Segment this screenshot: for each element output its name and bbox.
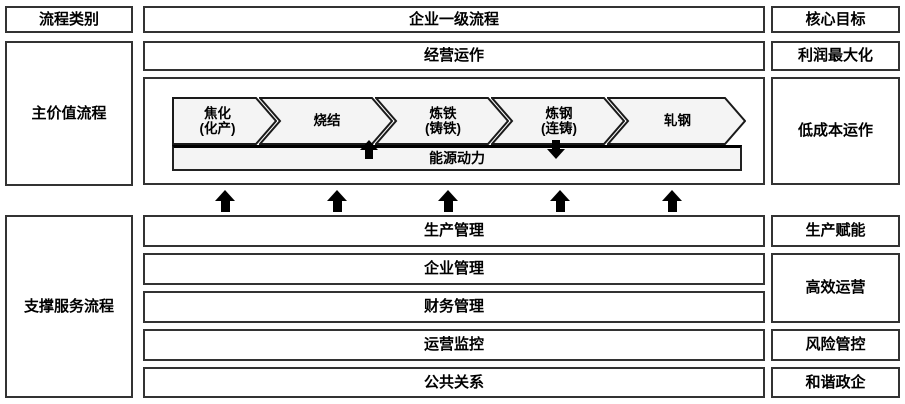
goal-label: 和谐政企 bbox=[805, 373, 866, 391]
header-enterprise-level1-process: 企业一级流程 bbox=[143, 6, 765, 33]
process-step-coking-line1: 焦化 bbox=[204, 105, 231, 121]
goal-profit-maximization: 利润最大化 bbox=[771, 41, 900, 71]
process-step-steelmaking-line2: (连铸) bbox=[541, 121, 577, 136]
goal-label: 生产赋能 bbox=[805, 222, 866, 240]
chevron-shape bbox=[375, 97, 509, 145]
category-support-service-process-label: 支撑服务流程 bbox=[23, 297, 114, 315]
chevron-shape bbox=[607, 97, 746, 145]
support-row-label: 企业管理 bbox=[423, 260, 484, 278]
up-arrow-icon bbox=[360, 140, 378, 159]
down-arrow-icon bbox=[547, 140, 565, 159]
goal-low-cost-operation: 低成本运作 bbox=[771, 77, 900, 185]
up-arrow-icon bbox=[662, 190, 682, 212]
header-core-goal-label: 核心目标 bbox=[805, 10, 866, 28]
goal-risk-control: 风险管控 bbox=[771, 329, 900, 361]
process-step-steelmaking-line1: 炼钢 bbox=[545, 105, 573, 121]
process-step-rolling-line1: 轧钢 bbox=[664, 113, 691, 129]
process-step-ironmaking: 炼铁 (铸铁) bbox=[375, 97, 509, 145]
goal-label: 高效运营 bbox=[805, 279, 866, 297]
support-row-label: 生产管理 bbox=[423, 222, 484, 240]
energy-power-bar-label: 能源动力 bbox=[429, 150, 485, 167]
up-arrow-icon bbox=[215, 190, 235, 212]
operation-bar-label: 经营运作 bbox=[423, 47, 484, 65]
support-row-public-relations: 公共关系 bbox=[143, 367, 765, 398]
process-step-sintering: 烧结 bbox=[259, 97, 393, 145]
category-main-value-process-label: 主价值流程 bbox=[31, 104, 107, 122]
support-row-production-management: 生产管理 bbox=[143, 215, 765, 247]
process-step-steelmaking: 炼钢 (连铸) bbox=[491, 97, 625, 145]
header-core-goal: 核心目标 bbox=[771, 6, 900, 33]
category-main-value-process: 主价值流程 bbox=[5, 41, 133, 186]
goal-efficient-operation: 高效运营 bbox=[771, 253, 900, 323]
chevron-shape bbox=[172, 97, 277, 145]
operation-bar: 经营运作 bbox=[143, 41, 765, 71]
support-row-operation-monitoring: 运营监控 bbox=[143, 329, 765, 361]
process-step-sintering-line1: 烧结 bbox=[313, 113, 341, 129]
up-arrow-icon bbox=[550, 190, 570, 212]
goal-label: 利润最大化 bbox=[797, 47, 873, 65]
chevron-shape bbox=[491, 97, 625, 145]
process-step-coking: 焦化 (化产) bbox=[172, 97, 277, 145]
main-value-flow-container: 焦化 (化产) 烧结 炼铁 (铸铁) bbox=[143, 77, 765, 185]
goal-label: 风险管控 bbox=[805, 336, 866, 354]
support-row-enterprise-management: 企业管理 bbox=[143, 253, 765, 285]
header-enterprise-level1-process-label: 企业一级流程 bbox=[408, 10, 499, 28]
process-step-rolling: 轧钢 bbox=[607, 97, 746, 145]
goal-label: 低成本运作 bbox=[797, 122, 873, 140]
header-process-category-label: 流程类别 bbox=[38, 10, 99, 28]
process-step-ironmaking-line1: 炼铁 bbox=[429, 105, 457, 121]
energy-power-bar: 能源动力 bbox=[172, 145, 742, 171]
process-step-ironmaking-line2: (铸铁) bbox=[425, 121, 461, 136]
support-row-label: 财务管理 bbox=[423, 298, 484, 316]
goal-production-empowerment: 生产赋能 bbox=[771, 215, 900, 247]
process-step-coking-line2: (化产) bbox=[199, 121, 236, 136]
support-row-label: 运营监控 bbox=[423, 336, 484, 354]
up-arrow-icon bbox=[327, 190, 347, 212]
support-row-label: 公共关系 bbox=[423, 373, 484, 391]
goal-harmonious-government-enterprise: 和谐政企 bbox=[771, 367, 900, 398]
up-arrow-icon bbox=[438, 190, 458, 212]
category-support-service-process: 支撑服务流程 bbox=[5, 215, 133, 398]
support-row-finance-management: 财务管理 bbox=[143, 291, 765, 323]
header-process-category: 流程类别 bbox=[5, 6, 133, 33]
